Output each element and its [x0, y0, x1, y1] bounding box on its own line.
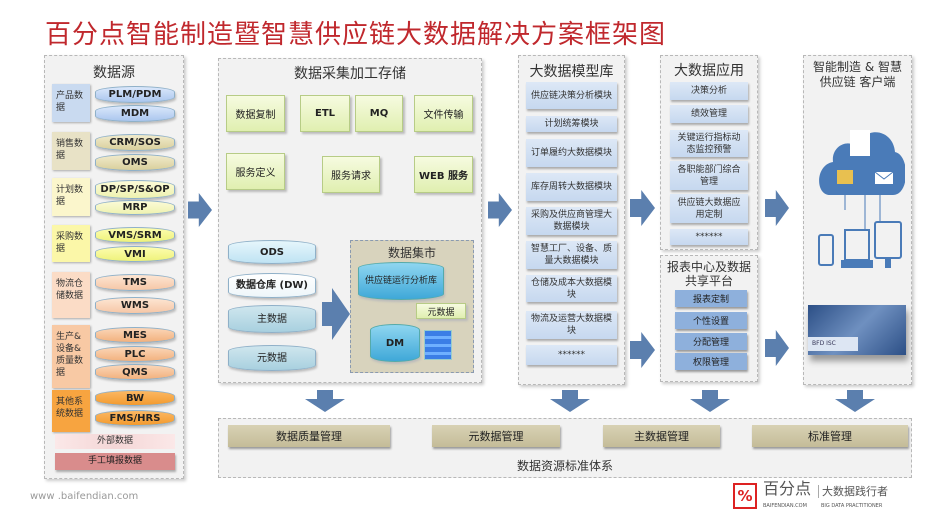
logo-text: 百分点 — [763, 479, 812, 498]
category-label: 产品数据 — [52, 84, 90, 122]
system-cylinder: CRM/SOS — [95, 134, 175, 151]
screen-label: BFD ISC — [808, 337, 858, 351]
standard-box: 标准管理 — [752, 425, 908, 447]
arrow-right-icon — [630, 332, 655, 368]
store-meta: 元数据 — [228, 345, 316, 371]
system-cylinder: VMS/SRM — [95, 227, 175, 243]
system-cylinder: VMI — [95, 246, 175, 262]
panel-title: 报表中心及数据共享平台 — [666, 260, 751, 288]
category-label: 销售数据 — [52, 132, 90, 170]
panel-title: 数据源 — [93, 65, 135, 81]
method-box: 数据复制 — [226, 95, 285, 132]
category-label: 采购数据 — [52, 225, 90, 262]
model-module: 采购及供应商管理大数据模块 — [526, 207, 617, 235]
panel-title: 智能制造 & 智慧供应链 客户端 — [813, 60, 902, 89]
store-master: 主数据 — [228, 305, 316, 333]
report-item: 个性设置 — [675, 312, 747, 329]
system-cylinder: TMS — [95, 274, 175, 291]
method-box: MQ — [355, 95, 403, 132]
model-module: 供应链决策分析模块 — [526, 82, 617, 109]
system-cylinder: PLM/PDM — [95, 86, 175, 103]
category-label: 计划数据 — [52, 178, 90, 216]
cloud-devices-icon — [818, 130, 905, 268]
report-item: 分配管理 — [675, 333, 747, 350]
arrow-down-icon — [550, 390, 590, 412]
page-title: 百分点智能制造暨智慧供应链大数据解决方案框架图 — [45, 20, 667, 50]
dashboard-screen-image: BFD ISC — [808, 305, 906, 355]
model-module: 计划统筹模块 — [526, 116, 617, 132]
app-item: 各职能部门综合管理 — [670, 161, 748, 190]
arrow-right-icon — [765, 190, 789, 226]
store-dw: 数据仓库 (DW) — [228, 273, 316, 298]
arrow-right-icon — [630, 190, 655, 226]
model-module: 物流及运营大数据模块 — [526, 311, 617, 339]
system-cylinder: BW — [95, 390, 175, 406]
arrow-right-icon — [322, 288, 350, 340]
arrow-right-icon — [765, 330, 789, 366]
analysis-db: 供应链运行分析库 — [358, 262, 444, 300]
standard-box: 元数据管理 — [432, 425, 560, 447]
panel-title: 大数据模型库 — [529, 64, 614, 80]
system-cylinder: MES — [95, 327, 175, 343]
model-module: 仓储及成本大数据模块 — [526, 275, 617, 302]
arrow-down-icon — [690, 390, 730, 412]
system-cylinder: MRP — [95, 200, 175, 215]
manual-data: 手工填报数据 — [55, 453, 175, 470]
app-item: 绩效管理 — [670, 105, 748, 123]
system-cylinder: OMS — [95, 154, 175, 171]
system-cylinder: QMS — [95, 364, 175, 380]
report-item: 权限管理 — [675, 353, 747, 370]
arrow-right-icon — [188, 193, 212, 227]
system-cylinder: MDM — [95, 105, 175, 122]
method-box: 服务定义 — [226, 153, 285, 190]
system-cylinder: WMS — [95, 297, 175, 314]
panel-title: 数据采集加工存储 — [294, 66, 406, 82]
app-item: ****** — [670, 229, 748, 245]
store-ods: ODS — [228, 240, 316, 264]
method-box: 文件传输 — [414, 95, 473, 132]
method-box: ETL — [300, 95, 350, 132]
category-label: 其他系统数据 — [52, 390, 90, 432]
panel-title: 数据资源标准体系 — [516, 459, 613, 473]
method-box: WEB 服务 — [414, 156, 473, 193]
category-label: 物流仓储数据 — [52, 272, 90, 318]
mart-title: 数据集市 — [387, 246, 436, 260]
cube-icon — [424, 330, 452, 360]
dm-db: DM — [370, 324, 420, 362]
logo-percent-icon: % — [733, 483, 757, 509]
arrow-down-icon — [305, 390, 345, 412]
slogan-sub: BIG DATA PRACTITIONER — [821, 503, 883, 509]
external-data: 外部数据 — [55, 434, 175, 449]
footer-url: www .baifendian.com — [30, 491, 139, 502]
arrow-down-icon — [835, 390, 875, 412]
model-module: 库存周转大数据模块 — [526, 173, 617, 201]
app-item: 决策分析 — [670, 82, 748, 100]
category-label: 生产&设备&质量数据 — [52, 325, 90, 388]
model-module: ****** — [526, 345, 617, 365]
app-item: 供应链大数据应用定制 — [670, 194, 748, 223]
logo-sub: BAIFENDIAN.COM — [763, 503, 807, 509]
mart-meta: 元数据 — [416, 303, 466, 319]
standard-box: 主数据管理 — [603, 425, 720, 447]
system-cylinder: DP/SP/S&OP — [95, 180, 175, 199]
model-module: 订单履约大数据模块 — [526, 139, 617, 167]
system-cylinder: FMS/HRS — [95, 410, 175, 426]
arrow-right-icon — [488, 193, 512, 227]
model-module: 智慧工厂、设备、质量大数据模块 — [526, 241, 617, 269]
report-item: 报表定制 — [675, 290, 747, 307]
method-box: 服务请求 — [322, 156, 380, 193]
slogan: 大数据践行者 — [818, 485, 888, 498]
system-cylinder: PLC — [95, 346, 175, 362]
standard-box: 数据质量管理 — [228, 425, 390, 447]
panel-title: 大数据应用 — [674, 63, 744, 79]
app-item: 关键运行指标动态监控预警 — [670, 130, 748, 157]
